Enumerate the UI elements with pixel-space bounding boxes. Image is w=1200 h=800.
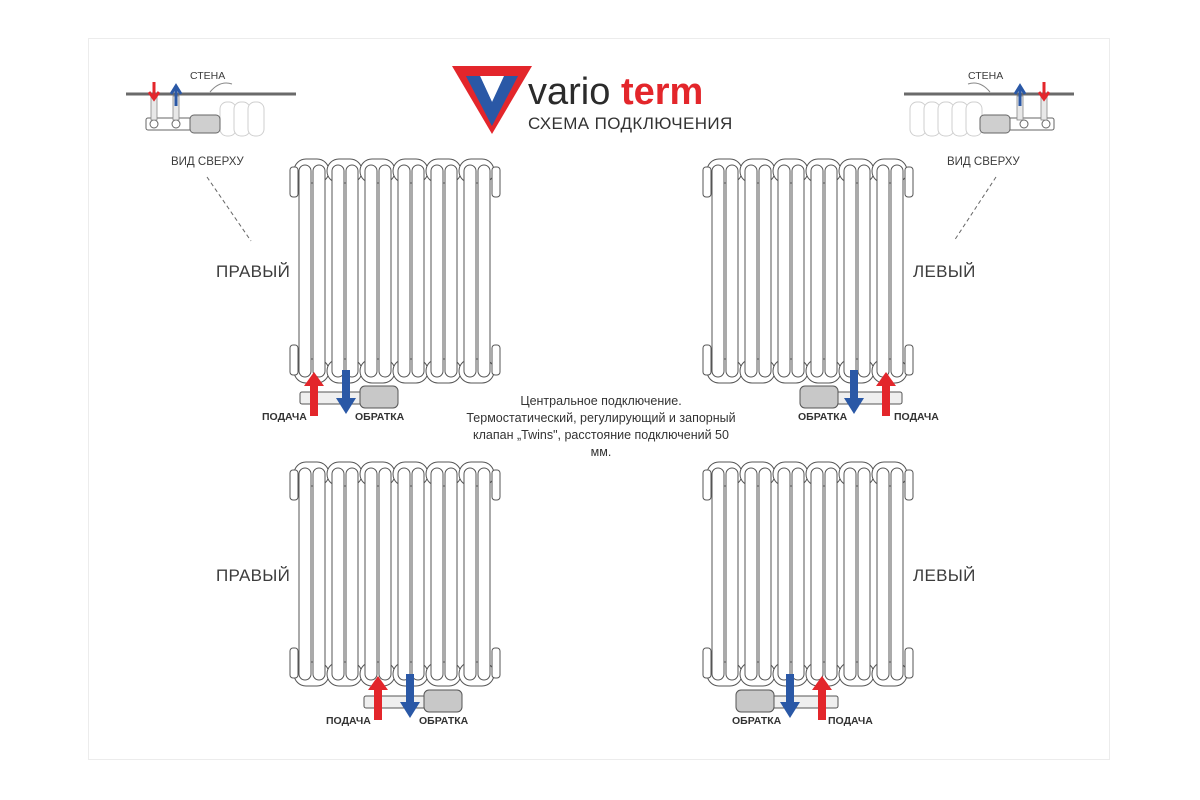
radiator-section [739, 461, 776, 687]
radiator-section [838, 461, 875, 687]
side-label-left-top: ЛЕВЫЙ [913, 262, 976, 281]
return-arrow-icon [400, 674, 420, 718]
thermostat-head [423, 689, 463, 713]
radiator-section [326, 461, 363, 687]
top-view-right-connection [126, 82, 296, 137]
supply-label-top-right: ПОДАЧА [894, 411, 939, 423]
dashed-leader-left [206, 176, 252, 242]
valve-top-left [299, 370, 399, 416]
radiator-section [458, 461, 495, 687]
radiator-section [805, 158, 842, 384]
thermostat-head [735, 689, 775, 713]
connection-description: Центральное подключение. Термостатически… [466, 394, 736, 459]
radiator-section [326, 158, 363, 384]
radiator-section [706, 158, 743, 384]
valve-top-right [799, 370, 903, 416]
supply-label-top-left: ПОДАЧА [262, 411, 307, 423]
return-arrow-icon [844, 370, 864, 414]
return-label-top-right: ОБРАТКА [798, 411, 848, 423]
side-label-left-bottom: ЛЕВЫЙ [913, 566, 976, 585]
top-view-left-connection [904, 82, 1074, 137]
wall-label-right: СТЕНА [968, 70, 1004, 82]
return-label-top-left: ОБРАТКА [355, 411, 405, 423]
scheme-sheet [88, 38, 1110, 760]
radiator-section [425, 158, 462, 384]
radiator-bottom-left [289, 461, 501, 687]
brand-word-term: term [620, 71, 704, 113]
return-label-bottom-left: ОБРАТКА [419, 715, 469, 727]
radiator-section [772, 158, 809, 384]
brand-subtitle: СХЕМА ПОДКЛЮЧЕНИЯ [528, 114, 733, 133]
top-view-label-right: ВИД СВЕРХУ [947, 156, 1020, 168]
supply-arrow-icon [368, 676, 388, 720]
supply-label-bottom-left: ПОДАЧА [326, 715, 371, 727]
radiator-section [772, 461, 809, 687]
wall-label-left: СТЕНА [190, 70, 226, 82]
radiator-section [871, 158, 908, 384]
thermostat-head [799, 385, 839, 409]
logo-mark [452, 66, 532, 134]
brand-word-vario: vario [528, 71, 611, 113]
return-arrow-icon [336, 370, 356, 414]
radiator-section [871, 461, 908, 687]
brand-name: vario term [528, 72, 703, 112]
dashed-leader-right [953, 176, 997, 242]
radiator-section [359, 158, 396, 384]
radiator-section [706, 461, 743, 687]
radiator-section [458, 158, 495, 384]
radiator-section [392, 158, 429, 384]
supply-label-bottom-right: ПОДАЧА [828, 715, 873, 727]
radiator-section [392, 461, 429, 687]
radiator-section [293, 158, 330, 384]
supply-arrow-icon [812, 676, 832, 720]
radiator-top-right [702, 158, 914, 384]
valve-bottom-left [363, 674, 463, 720]
radiator-section [359, 461, 396, 687]
radiator-section [293, 461, 330, 687]
return-label-bottom-right: ОБРАТКА [732, 715, 782, 727]
supply-arrow-icon [876, 372, 896, 416]
supply-arrow-icon [304, 372, 324, 416]
valve-bottom-right [735, 674, 839, 720]
radiator-section [838, 158, 875, 384]
thermostat-head [359, 385, 399, 409]
return-arrow-icon [780, 674, 800, 718]
radiator-section [425, 461, 462, 687]
top-view-label-left: ВИД СВЕРХУ [171, 156, 244, 168]
side-label-right-top: ПРАВЫЙ [216, 262, 291, 281]
radiator-bottom-right [702, 461, 914, 687]
radiator-top-left [289, 158, 501, 384]
radiator-section [805, 461, 842, 687]
radiator-section [739, 158, 776, 384]
side-label-right-bottom: ПРАВЫЙ [216, 566, 291, 585]
